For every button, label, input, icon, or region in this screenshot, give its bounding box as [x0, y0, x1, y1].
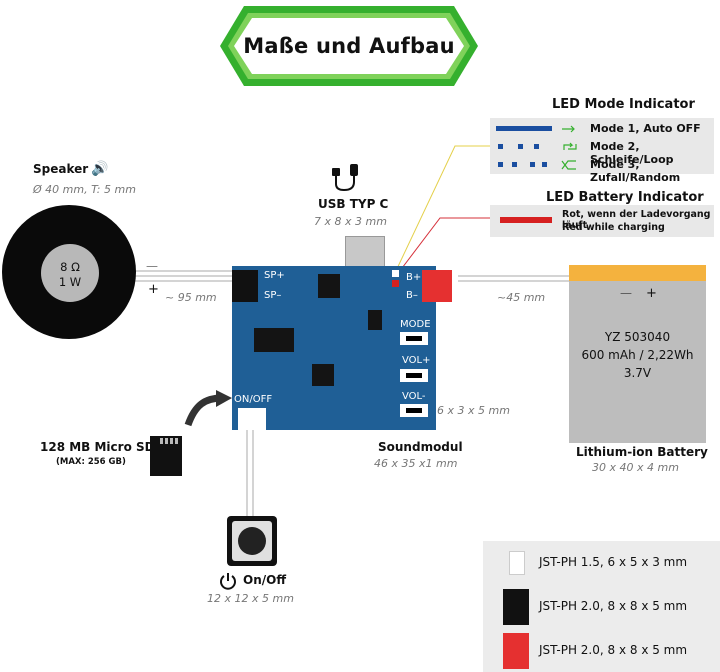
battery-led-line2: Red while charging [562, 222, 665, 233]
mode-1-label: Mode 1, Auto OFF [590, 122, 701, 135]
speaker-icon: 🔊 [91, 161, 109, 177]
mode-2-label: Mode 2, Schleife/Loop [590, 140, 674, 166]
switch-name: On/Off [243, 573, 287, 587]
led-mode [392, 270, 399, 277]
legend-row-black: JST-PH 2.0, 8 x 8 x 5 mm [483, 585, 720, 627]
chip-small-top [318, 274, 340, 298]
arrow-right-icon [562, 125, 575, 133]
legend-label-1: JST-PH 1.5, 6 x 5 x 3 mm [539, 555, 688, 569]
mode-3-label: Mode 3, Zufall/Random [590, 158, 681, 184]
page-title: Maße und Aufbau [243, 34, 455, 58]
mode-row-2: Mode 2, Schleife/Loop [490, 138, 714, 166]
connector-legend: JST-PH 1.5, 6 x 5 x 3 mm JST-PH 2.0, 8 x… [483, 541, 720, 672]
led-battery-panel: Rot, wenn der Ladevorgang läuft Red whil… [490, 205, 714, 237]
battery-top-strip [569, 265, 706, 281]
battery-plus: + [646, 286, 657, 301]
connector-red-icon [503, 633, 529, 669]
connector-white-icon [509, 551, 525, 575]
on-off-label: ON/OFF [234, 394, 273, 405]
speaker-ohm: 8 Ω [60, 260, 80, 274]
module-dims: 46 x 35 x1 mm [374, 457, 458, 470]
sp-plus-label: SP+ [264, 270, 285, 281]
led-mode-heading: LED Mode Indicator [552, 97, 695, 112]
speaker-minus: — [146, 259, 158, 273]
chip-main [254, 328, 294, 352]
speaker-cable-length: ~ 95 mm [165, 291, 217, 304]
vol-plus-button[interactable] [400, 369, 428, 382]
sound-module-board: SP+ SP– B+ B– MODE VOL+ VOL- ON/OFF [232, 266, 452, 430]
mode-row-3: Mode 3, Zufall/Random [490, 156, 714, 184]
speaker-connector [232, 270, 258, 302]
vol-plus-label: VOL+ [402, 355, 431, 366]
usb-port [345, 236, 385, 268]
sd-max: (MAX: 256 GB) [56, 457, 126, 467]
chip-regulator [368, 310, 382, 330]
battery-model: YZ 503040 [604, 330, 671, 344]
mode-button[interactable] [400, 332, 428, 345]
vol-minus-button[interactable] [400, 404, 428, 417]
battery-dims: 30 x 40 x 4 mm [592, 461, 679, 474]
chip-small-bottom [312, 364, 334, 386]
legend-row-white: JST-PH 1.5, 6 x 5 x 3 mm [483, 541, 720, 583]
speaker-plus: + [148, 282, 159, 297]
vol-minus-label: VOL- [402, 391, 426, 402]
shuffle-icon [561, 160, 576, 170]
legend-row-red: JST-PH 2.0, 8 x 8 x 5 mm [483, 629, 720, 671]
usb-c-icon [332, 164, 358, 192]
module-name: Soundmodul [378, 440, 463, 454]
usb-name: USB TYP C [318, 197, 389, 211]
battery-connector [422, 270, 452, 302]
usb-dims: 7 x 8 x 3 mm [314, 215, 387, 228]
led-mode-panel: Mode 1, Auto OFF Mode 2, Schleife/Loop M… [490, 118, 714, 184]
connector-black-icon [503, 589, 529, 625]
sd-card-icon [150, 436, 182, 476]
battery-body [569, 265, 706, 443]
battery-voltage: 3.7V [623, 366, 652, 380]
sd-name: 128 MB Micro SD [40, 440, 155, 454]
battery-name: Lithium-ion Battery [576, 445, 708, 459]
button-dims: 6 x 3 x 5 mm [437, 404, 510, 417]
led-battery [392, 280, 399, 287]
b-minus-label: B– [406, 290, 418, 301]
led-battery-heading: LED Battery Indicator [546, 190, 704, 205]
sp-minus-label: SP– [264, 290, 282, 301]
loop-icon [563, 142, 577, 150]
speaker-watt: 1 W [58, 275, 82, 289]
speaker-dims: Ø 40 mm, T: 5 mm [33, 183, 136, 196]
legend-label-3: JST-PH 2.0, 8 x 8 x 5 mm [539, 643, 688, 657]
battery-minus: — [620, 286, 632, 300]
power-icon [220, 573, 236, 590]
battery-capacity: 600 mAh / 2,22Wh [581, 348, 694, 362]
on-off-connector [238, 408, 266, 430]
battery-led-line1: Rot, wenn der Ladevorgang läuft [562, 209, 711, 231]
legend-label-2: JST-PH 2.0, 8 x 8 x 5 mm [539, 599, 688, 613]
switch-dims: 12 x 12 x 5 mm [207, 592, 294, 605]
speaker-name: Speaker [33, 162, 89, 176]
title-badge: Maße und Aufbau [218, 4, 480, 88]
mode-label: MODE [400, 319, 431, 330]
mode-row-1: Mode 1, Auto OFF [490, 120, 714, 138]
speaker-center [41, 244, 99, 302]
b-plus-label: B+ [406, 272, 422, 283]
battery-cable-length: ~45 mm [497, 291, 546, 304]
power-switch[interactable] [227, 516, 277, 566]
red-led-bar [500, 217, 552, 223]
